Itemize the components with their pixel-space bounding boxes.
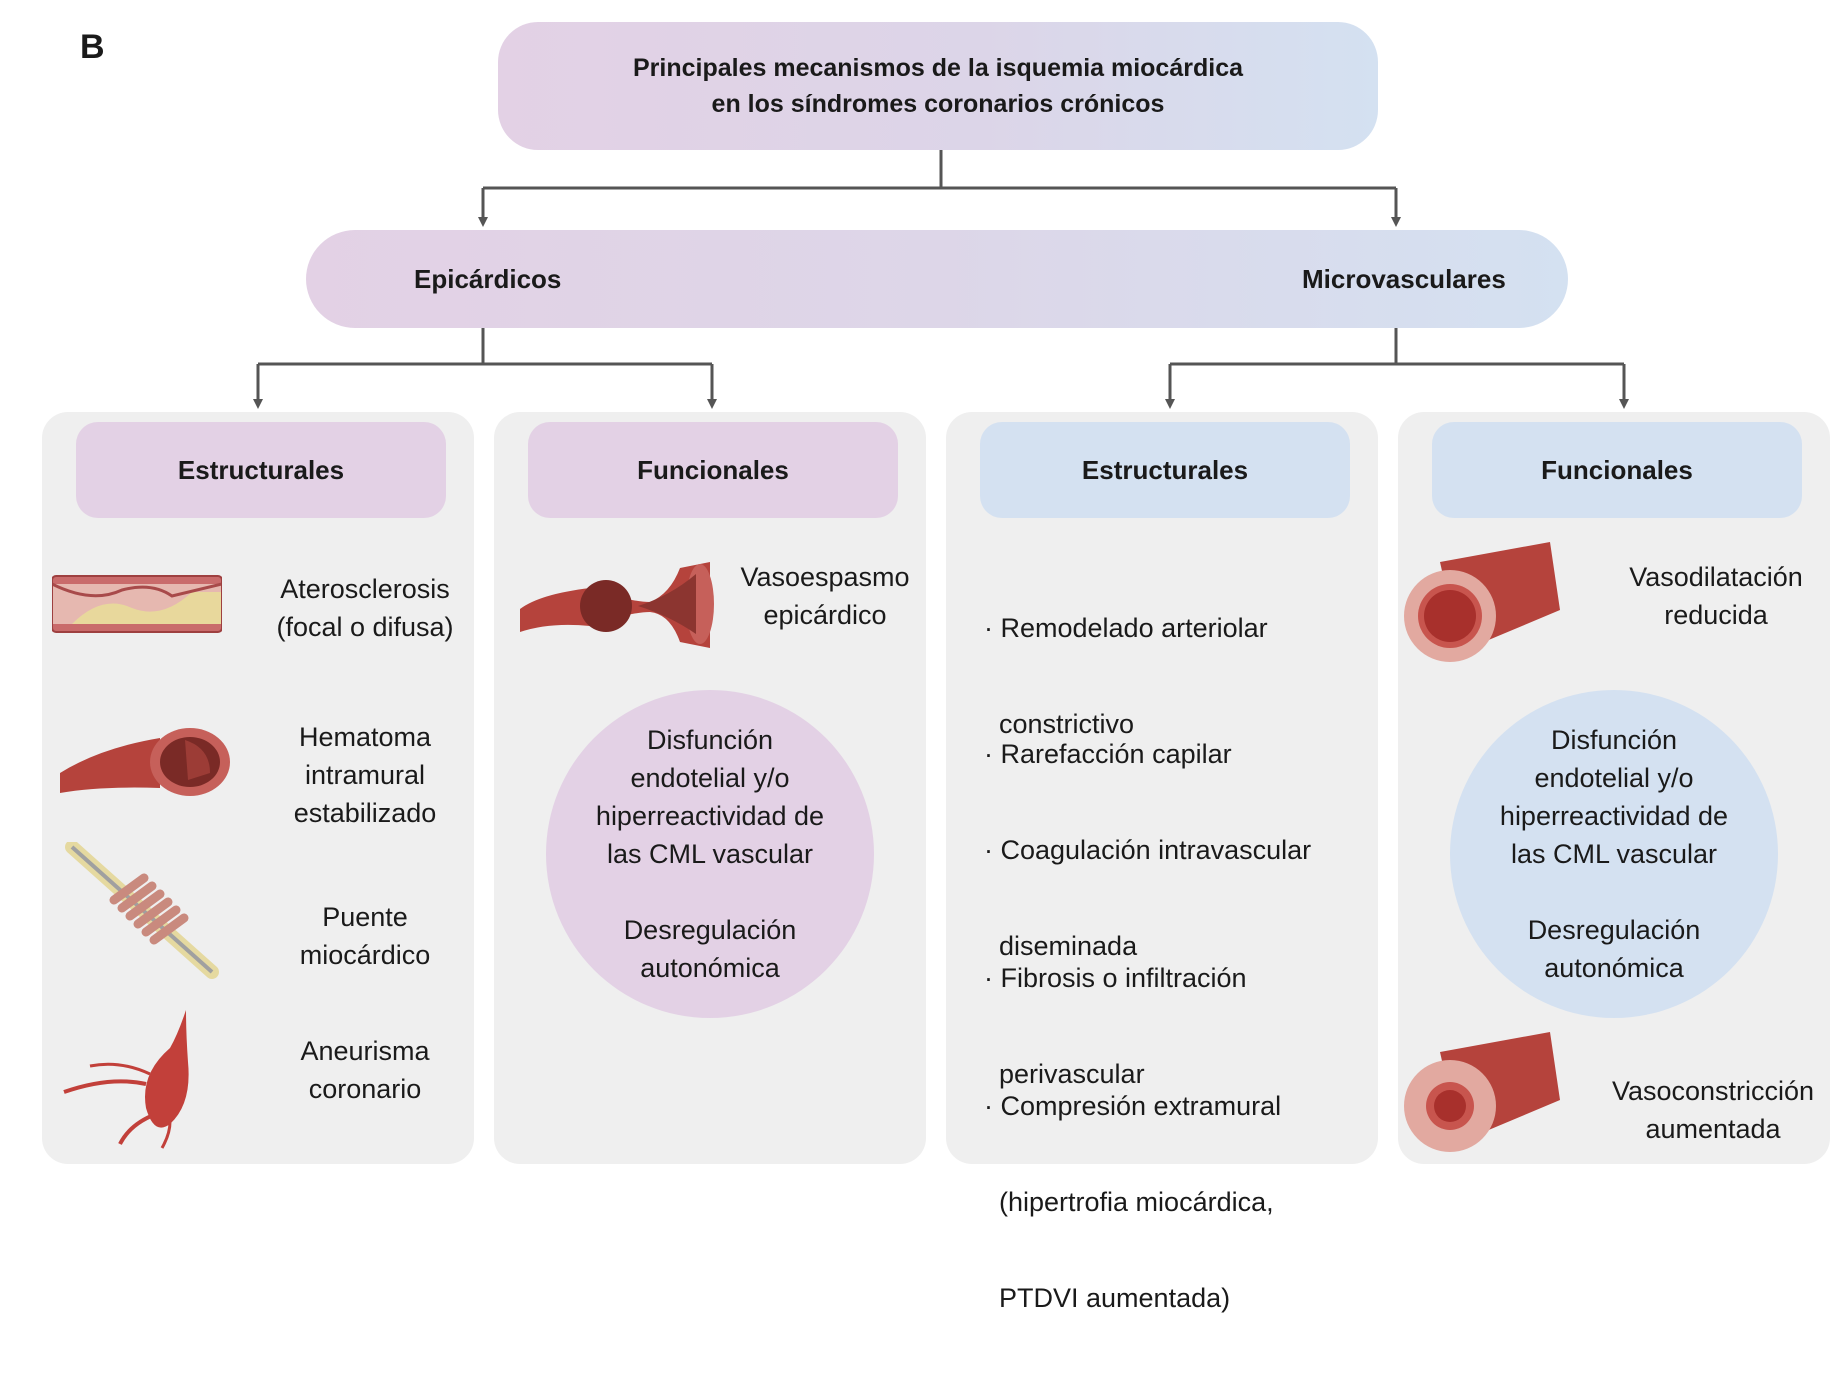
result-vasospasm: Vasoespasmo epicárdico [730,558,920,634]
item-myocardial-bridge: Puente miocárdico [270,898,460,974]
list-line: · Coagulación intravascular [984,835,1312,865]
title-line-2: en los síndromes coronarios crónicos [711,90,1165,118]
panel-label: B [80,28,105,66]
circle-line: las CML vascular [1510,839,1718,869]
item-line: Puente [322,902,408,932]
category-epicardial: Epicárdicos [414,264,562,294]
list-line: diseminada [984,931,1138,961]
hematoma-vessel-icon [60,728,230,796]
list-item-coagulation: · Coagulación intravascular diseminada [984,770,1364,1026]
list-line: constrictivo [984,709,1135,739]
circle-line: Desregulación [623,915,797,945]
item-line: (focal o difusa) [276,612,454,642]
circle-line: Disfunción [1550,725,1678,755]
mechanism-circle: Disfunción endotelial y/o hiperreactivid… [546,690,874,1018]
circle-line: endotelial y/o [630,763,790,793]
list-line: · Rarefacción capilar [984,739,1232,769]
circle-line: hiperreactividad de [1499,801,1729,831]
result-line: Vasodilatación [1629,562,1803,592]
item-line: estabilizado [293,798,437,828]
list-line: · Fibrosis o infiltración [984,963,1247,993]
category-bar [306,230,1568,328]
result-line: reducida [1664,600,1768,630]
category-microvascular: Microvasculares [1302,264,1506,294]
coronary-aneurysm-icon [63,1010,189,1149]
mechanism-circle: Disfunción endotelial y/o hiperreactivid… [1450,690,1778,1018]
result-line: Vasoespasmo [740,562,910,592]
connector-arrows [253,150,1629,1057]
column-header: Estructurales [980,422,1350,518]
result-line: epicárdico [763,600,887,630]
column-epicardial-functional: Funcionales Vasoespasmo epicárdico Disfu… [494,412,926,1164]
item-line: miocárdico [299,940,431,970]
item-atherosclerosis: Aterosclerosis (focal o difusa) [270,570,460,646]
list-item-compression: · Compresión extramural (hipertrofia mio… [984,1026,1364,1378]
vasodilation-vessel-icon [1404,542,1560,662]
item-coronary-aneurysm: Aneurisma coronario [270,1032,460,1108]
column-header: Funcionales [1432,422,1802,518]
column-microvascular-structural: Estructurales · Remodelado arteriolar co… [946,412,1378,1313]
list-item-remodeling: · Remodelado arteriolar constrictivo [984,548,1364,804]
column-epicardial-structural: Estructurales Aterosclerosis (focal o di… [42,412,474,1164]
result-line: aumentada [1645,1114,1781,1144]
vasoconstriction-vessel-icon [1404,1032,1560,1152]
circle-line: Desregulación [1527,915,1701,945]
circle-line: autonómica [640,953,780,983]
circle-line: autonómica [1544,953,1684,983]
title-line-1: Principales mecanismos de la isquemia mi… [633,54,1243,82]
diagram-title: Principales mecanismos de la isquemia mi… [498,22,1378,150]
circle-line: hiperreactividad de [595,801,825,831]
column-microvascular-functional: Funcionales Vasodilatación reducida Disf… [1398,412,1830,1164]
column-header: Estructurales [76,422,446,518]
list-line: PTDVI aumentada) [984,1283,1231,1313]
list-item-fibrosis: · Fibrosis o infiltración perivascular [984,898,1364,1154]
item-line: Aneurisma [300,1036,430,1066]
list-line: · Compresión extramural [984,1091,1282,1121]
vasospasm-vessel-icon [520,562,714,648]
item-line: coronario [308,1074,422,1104]
item-intramural-hematoma: Hematoma intramural estabilizado [270,718,460,832]
list-line: (hipertrofia miocárdica, [984,1187,1274,1217]
list-line: · Remodelado arteriolar [984,613,1268,643]
result-increased-vasoconstriction: Vasoconstricción aumentada [1598,1072,1828,1148]
circle-line: endotelial y/o [1534,763,1694,793]
result-reduced-vasodilation: Vasodilatación reducida [1606,558,1826,634]
atherosclerosis-vessel-icon [52,575,222,633]
item-line: intramural [304,760,426,790]
circle-line: las CML vascular [606,839,814,869]
list-line: perivascular [984,1059,1145,1089]
result-line: Vasoconstricción [1611,1076,1815,1106]
list-item-rarefaction: · Rarefacción capilar [984,674,1364,834]
circle-line: Disfunción [646,725,774,755]
item-line: Aterosclerosis [280,574,450,604]
item-line: Hematoma [298,722,432,752]
myocardial-bridge-icon [65,842,219,979]
column-header: Funcionales [528,422,898,518]
